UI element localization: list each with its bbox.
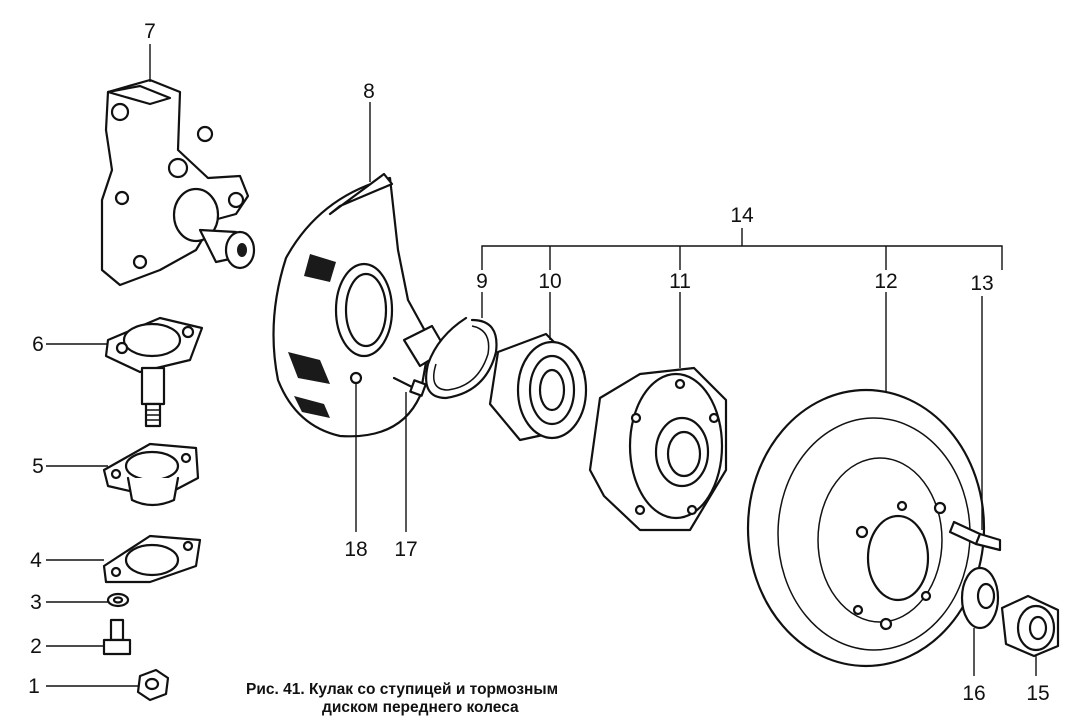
callout-15: 15 (1026, 682, 1049, 705)
wheel-bearing (488, 332, 588, 442)
brake-shield (272, 172, 448, 438)
callout-16: 16 (962, 682, 985, 705)
brake-disc (746, 388, 986, 668)
callout-4: 4 (30, 549, 42, 572)
ball-joint (104, 316, 204, 428)
callout-numbers: 7 8 6 5 4 3 2 1 18 17 14 9 10 11 12 13 1… (28, 20, 1050, 705)
callout-3: 3 (30, 591, 42, 614)
joint-housing (102, 442, 200, 507)
callout-18: 18 (344, 538, 367, 561)
callout-5: 5 (32, 455, 44, 478)
callout-8: 8 (363, 80, 375, 103)
wheel-hub (588, 366, 728, 532)
nut (136, 668, 170, 702)
caption-line-2: диском переднего колеса (322, 699, 519, 716)
callout-7: 7 (144, 20, 156, 43)
callout-2: 2 (30, 635, 42, 658)
callout-1: 1 (28, 675, 40, 698)
callout-13: 13 (970, 272, 993, 295)
callout-17: 17 (394, 538, 417, 561)
callout-6: 6 (32, 333, 44, 356)
bolt (102, 618, 132, 656)
callout-14: 14 (730, 204, 754, 227)
callout-10: 10 (538, 270, 561, 293)
callout-9: 9 (476, 270, 488, 293)
caption-line-1: Рис. 41. Кулак со ступицей и тормозным (246, 681, 558, 698)
gasket (102, 534, 202, 584)
callout-11: 11 (669, 270, 691, 293)
washer (106, 592, 130, 608)
steering-knuckle (100, 78, 256, 287)
shield-screw (392, 376, 427, 397)
snap-ring (425, 316, 498, 400)
wheel-stud (948, 520, 1002, 552)
figure-caption: Рис. 41. Кулак со ступицей и тормозным д… (246, 681, 558, 716)
callout-12: 12 (874, 270, 897, 293)
locking-washer (960, 566, 1000, 630)
hub-nut (1000, 594, 1060, 658)
leader-lines (46, 44, 1037, 687)
